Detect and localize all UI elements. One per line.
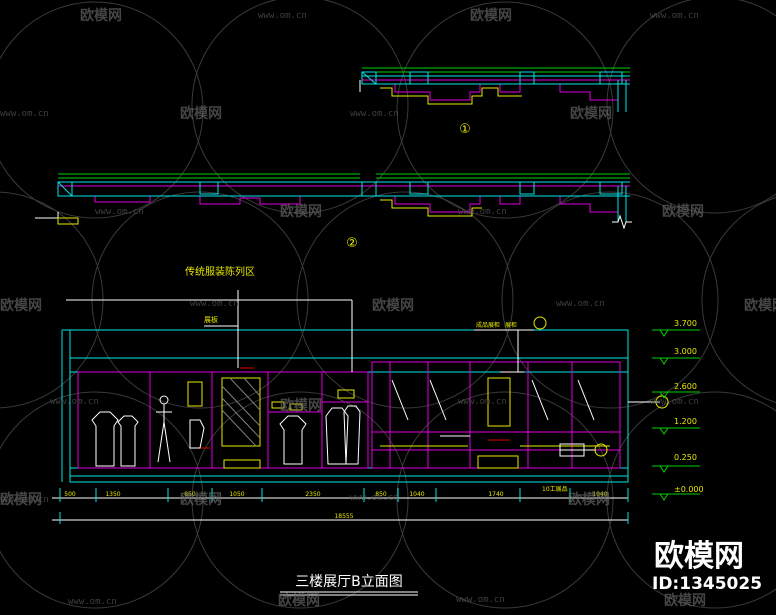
- section-callout-top: [533, 316, 547, 330]
- watermark-url: www.om.cn: [350, 493, 399, 503]
- watermark-brand: 欧模网: [180, 491, 222, 508]
- watermark-brand: 欧模网: [0, 297, 42, 314]
- dim-label: 1740: [488, 491, 503, 498]
- level-label: 3.700: [674, 319, 697, 328]
- dim-label: 500: [64, 491, 76, 498]
- watermark-brand: 欧模网: [744, 297, 776, 314]
- plan-marker-2: ②: [346, 236, 358, 251]
- watermark-url: www.om.cn: [350, 109, 399, 119]
- watermark-url: www.om.cn: [458, 207, 507, 217]
- dim-label: 850: [375, 491, 387, 498]
- watermark-url: www.om.cn: [95, 207, 144, 217]
- watermark-url: www.om.cn: [650, 11, 699, 21]
- level-label: 1.200: [674, 417, 697, 426]
- watermark-brand: 欧模网: [568, 491, 610, 508]
- watermark-brand: 欧模网: [372, 297, 414, 314]
- watermark-tiles: 欧模网 www.om.cn 欧模网 www.om.cn www.om.cn 欧模…: [0, 7, 776, 609]
- watermark-brand: 欧模网: [470, 7, 512, 24]
- callout-bottom-label: 10工展品: [542, 486, 568, 493]
- watermark-brand: 欧模网: [662, 203, 704, 220]
- dim-label: 1040: [409, 491, 424, 498]
- level-label: 3.000: [674, 347, 697, 356]
- area-label: 传统服装陈列区: [185, 265, 255, 278]
- level-label: 2.600: [674, 382, 697, 391]
- elevation-frame: [52, 290, 660, 524]
- plan-view-2: [35, 173, 632, 230]
- watermark-url: www.om.cn: [456, 595, 505, 605]
- overall-dimension: 18555: [334, 513, 353, 520]
- watermark-url: www.om.cn: [258, 11, 307, 21]
- level-markers: [652, 329, 700, 501]
- watermark-url: www.om.cn: [0, 495, 49, 505]
- dimension-labels: 500 1350 850 1050 2350 850 1040 1740 104…: [64, 491, 608, 498]
- section-callout-bottom: [594, 443, 608, 457]
- watermark-url: www.om.cn: [0, 109, 49, 119]
- dim-label: 1350: [105, 491, 120, 498]
- watermark-brand: 欧模网: [0, 491, 42, 508]
- watermark-url: www.om.cn: [68, 597, 117, 607]
- callout-top-label-1: 成品展柜: [476, 321, 500, 329]
- plan-marker-1: ①: [459, 122, 471, 137]
- watermark-url: www.om.cn: [50, 397, 99, 407]
- watermark-id: ID:1345025: [652, 574, 762, 594]
- dim-label: 1050: [229, 491, 244, 498]
- callout-small-label: 展板: [204, 315, 218, 324]
- watermark-big-brand: 欧模网: [654, 539, 744, 574]
- watermark-brand: 欧模网: [570, 105, 612, 122]
- section-callout-right: [655, 395, 669, 409]
- watermark-brand: 欧模网: [664, 592, 706, 609]
- level-label: ±0.000: [674, 485, 704, 494]
- watermark-url: www.om.cn: [458, 397, 507, 407]
- watermark-brand: 欧模网: [280, 397, 322, 414]
- dim-label: 1040: [592, 491, 607, 498]
- dim-label: 2350: [305, 491, 320, 498]
- watermark-url: www.om.cn: [190, 299, 239, 309]
- drawing-title: 三楼展厅B立面图: [295, 574, 403, 590]
- watermark-brand: 欧模网: [180, 105, 222, 122]
- watermark-brand: 欧模网: [278, 592, 320, 609]
- plan-view-1: [359, 67, 630, 112]
- watermark-brand: 欧模网: [80, 7, 122, 24]
- dim-label: 850: [184, 491, 196, 498]
- level-label: 0.250: [674, 453, 697, 462]
- callout-top-label-2: 展柜: [505, 321, 517, 329]
- watermark-brand: 欧模网: [280, 203, 322, 220]
- watermark-url: www.om.cn: [650, 397, 699, 407]
- watermark-url: www.om.cn: [556, 299, 605, 309]
